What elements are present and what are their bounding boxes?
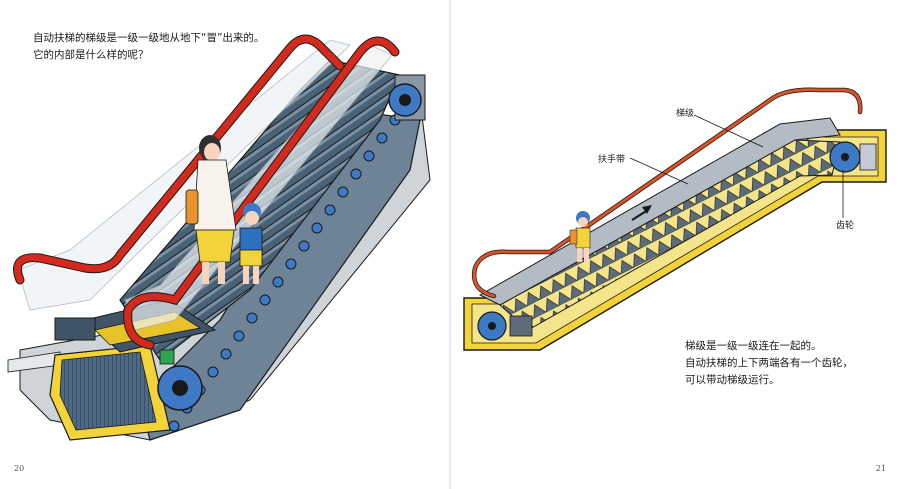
roller (298, 240, 310, 252)
roller (363, 150, 375, 162)
page-number-right: 21 (875, 464, 886, 473)
page-number-left: 20 (14, 464, 25, 473)
roller (350, 168, 362, 180)
label-leaders (629, 114, 844, 218)
roller (207, 366, 219, 378)
leader-handrail (629, 157, 689, 185)
child-figure (569, 211, 591, 262)
upper-gear (829, 141, 877, 173)
roller (259, 294, 271, 306)
roller (285, 258, 297, 270)
left-page: 自动扶梯的梯级是一级一级地从地下“冒”出来的。 它的内部是什么样的呢？ (7, 30, 431, 473)
book-gutter (449, 0, 451, 489)
skirt-panel (478, 117, 841, 306)
leader-steps (693, 114, 764, 148)
roller (246, 312, 258, 324)
escalator-cutaway-illustration (7, 34, 431, 441)
roller (168, 420, 180, 432)
roller (337, 186, 349, 198)
label-handrail: 扶手带 (598, 155, 626, 165)
roller (376, 132, 388, 144)
roller (220, 348, 232, 360)
lower-machine-room (49, 344, 203, 441)
left-caption: 自动扶梯的梯级是一级一级地从地下“冒”出来的。 它的内部是什么样的呢？ (33, 30, 264, 64)
newel-end (54, 317, 96, 341)
roller (233, 330, 245, 342)
roller (311, 222, 323, 234)
roller (272, 276, 284, 288)
left-caption-line-2: 它的内部是什么样的呢？ (33, 49, 149, 61)
child-figure (239, 203, 263, 284)
upper-drive-wheel (388, 74, 426, 121)
label-steps: 梯级 (676, 109, 695, 119)
right-caption-line-3: 可以带动梯级运行。 (685, 374, 780, 386)
left-caption-line-1: 自动扶梯的梯级是一级一级地从地下“冒”出来的。 (33, 32, 265, 44)
right-caption: 梯级是一级一级连在一起的。 自动扶梯的上下两端各有一个齿轮， 可以带动梯级运行。 (685, 338, 853, 389)
escalator-diagram (463, 87, 887, 351)
direction-arrow-icon (631, 205, 652, 221)
roller (324, 204, 336, 216)
right-caption-line-2: 自动扶梯的上下两端各有一个齿轮， (685, 357, 853, 369)
label-gear: 齿轮 (836, 221, 855, 231)
mother-figure (185, 135, 237, 284)
lower-gear (477, 311, 533, 341)
right-page: 梯级 扶手带 齿轮 梯级是一级一级连在一起的。 自动扶梯的上下两端各有一个齿轮，… (450, 0, 900, 489)
right-caption-line-1: 梯级是一级一级连在一起的。 (685, 340, 822, 352)
